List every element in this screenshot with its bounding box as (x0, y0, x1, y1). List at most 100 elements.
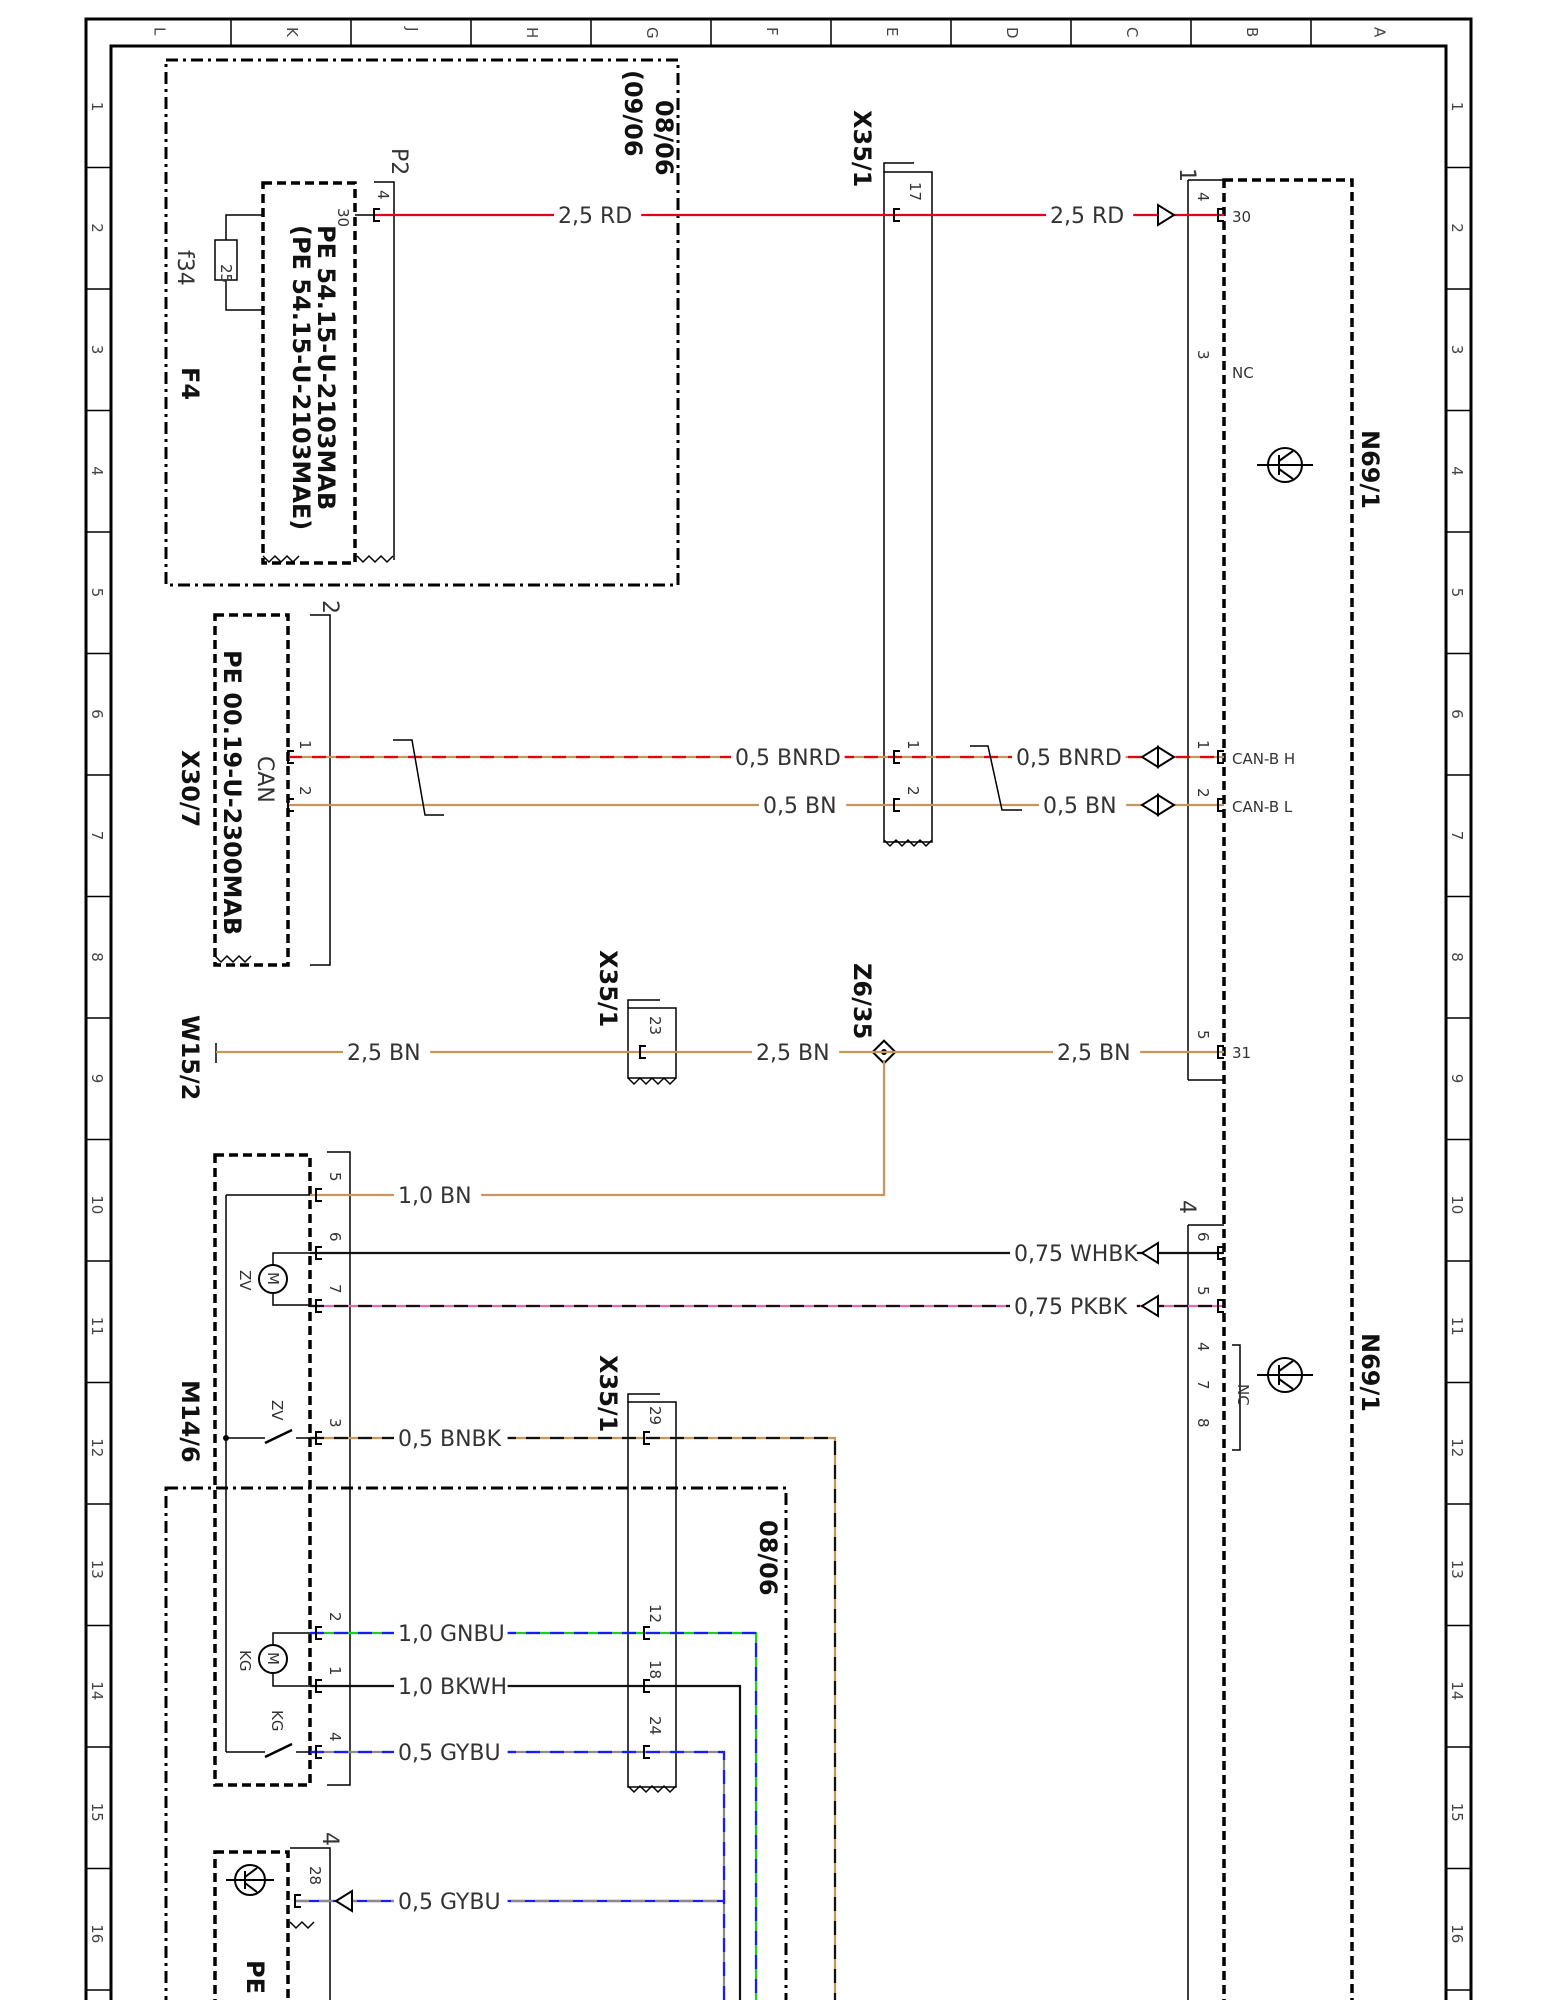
grid-row-12: 12 (88, 1438, 106, 1457)
x35-1-lower-label: X35/1 (594, 1355, 622, 1432)
f4-label: F4 (176, 367, 204, 400)
n69-1-pin-4b: 4 (1194, 1342, 1212, 1352)
x35-1-mid-label: X35/1 (594, 950, 622, 1027)
pin-socket (315, 1299, 322, 1313)
pin-socket (315, 1246, 322, 1260)
m14-6-zv-2: ZV (268, 1400, 286, 1421)
grid-row-4: 4 (88, 466, 106, 476)
n69-1-ecu-icon (1257, 447, 1313, 483)
pin-socket (1217, 208, 1224, 222)
wire-gnbu-stripe (310, 1631, 758, 2000)
x35-1-pin-24: 24 (646, 1716, 664, 1735)
wire-label-w_whbk: 0,75 WHBK (1014, 1242, 1138, 1267)
wire-label-w_bnrd_right: 0,5 BNRD (1016, 746, 1122, 771)
pin-socket (643, 1679, 650, 1693)
n69-1-pin-6: 6 (1194, 1232, 1212, 1242)
wire-label-w_m5: 1,0 BN (398, 1184, 472, 1209)
grid-row-1: 1 (88, 102, 106, 112)
plug-arrow (1140, 745, 1159, 769)
grid-col-D: D (1003, 27, 1021, 39)
pin-socket (1217, 1246, 1224, 1260)
inner-frame (109, 44, 1448, 2000)
pin-socket (893, 750, 900, 764)
grid-row-right-3: 3 (1448, 345, 1466, 355)
grid-col-K: K (283, 27, 301, 38)
pin-socket (315, 1431, 322, 1445)
wire-label-w_rd_left: 2,5 RD (558, 204, 632, 229)
plug-arrow (1157, 793, 1176, 817)
wire-gybu-stripe (310, 1750, 726, 2000)
n69-1-pin-30: 30 (1232, 208, 1251, 226)
grid-row-right-12: 12 (1448, 1438, 1466, 1457)
pin-socket (294, 1894, 301, 1908)
grid-row-11: 11 (88, 1317, 106, 1336)
lower-outline (164, 1486, 788, 2000)
grid-row-6: 6 (88, 709, 106, 719)
m14-6-zv-switch (264, 1428, 293, 1445)
m14-6-kg-switch (264, 1742, 293, 1759)
grid-col-B: B (1243, 27, 1261, 37)
x35-1-pin-29: 29 (646, 1406, 664, 1425)
x35-1-pin-1: 1 (904, 740, 922, 750)
n69-1-pin-31: 31 (1232, 1044, 1251, 1062)
f4-note-1: PE 54.15-U-2103MAB (312, 225, 340, 510)
n69-1-pin-2: 2 (1194, 788, 1212, 798)
wires (216, 203, 1224, 2000)
plug-arrow (1140, 1294, 1159, 1318)
x35-1-pin-23: 23 (646, 1016, 664, 1035)
f4-validity-1: 08/06 (650, 100, 678, 176)
grid-col-L: L (151, 27, 169, 36)
pin-socket (315, 1679, 322, 1693)
plug-arrow (1157, 203, 1176, 227)
f4-pin-4: 4 (374, 190, 392, 200)
x35-1-upper-body (883, 171, 933, 843)
pin-socket (373, 208, 380, 222)
pin-socket (643, 1431, 650, 1445)
wire-label-w_gnd_mid: 2,5 BN (756, 1041, 830, 1066)
grid-row-right-14: 14 (1448, 1681, 1466, 1700)
m14-6-kg-motor-icon: M (258, 1644, 288, 1674)
grid-row-right-1: 1 (1448, 102, 1466, 112)
x30-7-can: CAN (252, 756, 277, 803)
f4-note-2: (PE 54.15-U-2103MAE) (287, 225, 315, 530)
grid-col-A: A (1371, 27, 1389, 38)
pin-socket (287, 750, 294, 764)
lower-conn: 4 (317, 1832, 342, 1846)
n69-1-ecu-icon-2 (1257, 1357, 1313, 1393)
wire-label-w_gybu2: 0,5 GYBU (398, 1890, 501, 1915)
plug-arrow (1140, 793, 1159, 817)
wire-label-w_bkwh: 1,0 BKWH (398, 1675, 507, 1700)
grid-row-right-9: 9 (1448, 1074, 1466, 1084)
wire-label-w_gybu: 0,5 GYBU (398, 1741, 501, 1766)
grid-row-5: 5 (88, 588, 106, 598)
plug-arrow (1157, 745, 1176, 769)
m14-6-pin-3: 3 (326, 1418, 344, 1428)
m14-6-outline (213, 1153, 312, 1787)
grid-row-right-10: 10 (1448, 1195, 1466, 1214)
wire-m5 (310, 1060, 886, 1197)
grid-row-7: 7 (88, 831, 106, 841)
x35-1-pin-12: 12 (646, 1604, 664, 1623)
grid-row-right-16: 16 (1448, 1924, 1466, 1943)
f4-connector-ref: P2 (386, 148, 411, 175)
x35-1-pin-18: 18 (646, 1660, 664, 1679)
outer-frame (84, 17, 1473, 2000)
x35-1-upper-label: X35/1 (848, 110, 876, 187)
m14-6-kg-2: KG (268, 1710, 286, 1731)
pin-socket (893, 208, 900, 222)
pin-socket (1217, 1045, 1224, 1059)
svg-text:M: M (264, 1652, 282, 1665)
pin-socket (639, 1045, 646, 1059)
pin-socket (893, 798, 900, 812)
wire-label-w_bn_right: 0,5 BN (1043, 794, 1117, 819)
grid-row-3: 3 (88, 345, 106, 355)
wire-label-w_bn_left: 0,5 BN (763, 794, 837, 819)
m14-6-zv-motor-icon: M (258, 1264, 288, 1294)
m14-6-pin-5: 5 (326, 1172, 344, 1182)
grid-col-H: H (523, 27, 541, 38)
grid-row-right-5: 5 (1448, 588, 1466, 598)
n69-1-nc: NC (1232, 364, 1254, 382)
wire-label-w_bnrd_left: 0,5 BNRD (735, 746, 841, 771)
z6-35-label: Z6/35 (848, 963, 876, 1039)
